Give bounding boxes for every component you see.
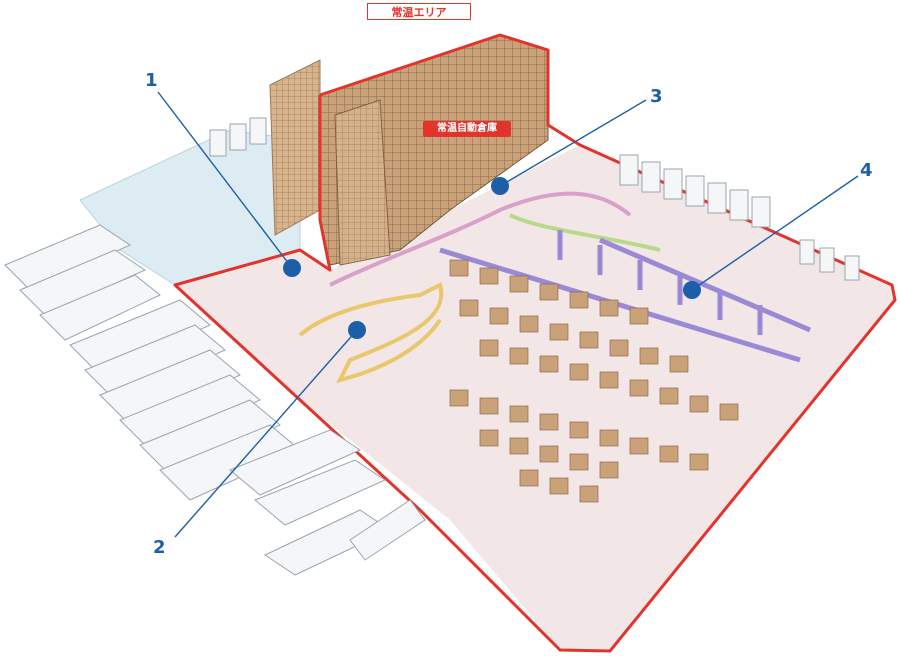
truck-fleet xyxy=(4,224,426,576)
callout-number-2: 2 xyxy=(153,537,166,558)
conveyor-green xyxy=(509,213,661,252)
conveyor-yellow xyxy=(298,282,444,383)
truck-fleet-top xyxy=(209,117,267,157)
callout-dot-1 xyxy=(283,259,301,277)
warehouse-tag: 常温自動倉庫 xyxy=(423,121,511,137)
callout-dot-2 xyxy=(348,321,366,339)
pallet-grid xyxy=(449,259,739,503)
callout-number-4: 4 xyxy=(860,160,873,181)
callout-dot-4 xyxy=(683,281,701,299)
area-label: 常温エリア xyxy=(367,3,471,20)
rack-block-back xyxy=(269,59,321,236)
rack-block-front xyxy=(334,99,391,266)
callout-dot-3 xyxy=(491,177,509,195)
callout-number-3: 3 xyxy=(650,86,663,107)
callout-lines xyxy=(157,91,859,538)
callout-number-1: 1 xyxy=(145,70,158,91)
conveyor-pink xyxy=(329,191,632,287)
area-border xyxy=(173,33,897,653)
truck-fleet-right xyxy=(619,154,860,281)
conveyor-purple xyxy=(439,230,811,363)
